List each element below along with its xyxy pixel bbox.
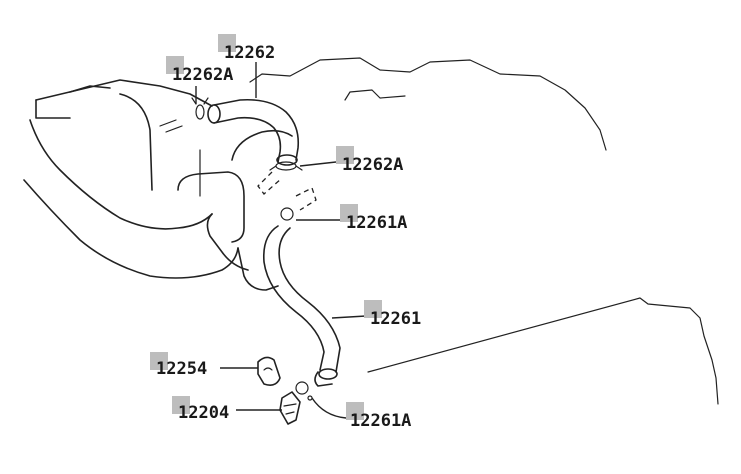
pcv-port-outline <box>257 171 317 211</box>
grommet <box>257 356 281 386</box>
upper-ventilation-hose <box>207 98 300 166</box>
callout-chip <box>166 56 184 74</box>
callout-chip <box>364 300 382 318</box>
callout-chip <box>172 396 190 414</box>
cylinder-head-outline <box>249 57 719 405</box>
callout-chip <box>346 402 364 420</box>
leader-12261 <box>331 315 367 319</box>
callout-label: 12261A <box>350 411 411 431</box>
callout-chip <box>340 204 358 222</box>
callout-12261[interactable]: 12261 <box>364 300 421 329</box>
callout-label: 12262A <box>172 65 233 85</box>
callout-label: 12254 <box>156 359 207 379</box>
callout-chip <box>218 34 236 52</box>
callout-12262A-right[interactable]: 12262A <box>336 146 403 175</box>
leader-12262A-right <box>299 161 337 167</box>
callout-12262A-top[interactable]: 12262A <box>166 56 233 85</box>
callout-label: 12262A <box>342 155 403 175</box>
leader-lines <box>195 62 367 419</box>
clamp-upper-left <box>191 97 209 120</box>
callout-12261A-upper[interactable]: 12261A <box>340 204 407 233</box>
callout-12262[interactable]: 12262 <box>218 34 275 63</box>
callout-label: 12261A <box>346 213 407 233</box>
callout-12254[interactable]: 12254 <box>150 352 207 379</box>
callout-chip <box>150 352 168 370</box>
clamp-upper-right <box>269 161 303 171</box>
leader-12261A-lower <box>311 397 347 419</box>
callout-label: 12261 <box>370 309 421 329</box>
clamp-lower <box>295 381 313 401</box>
callout-12204[interactable]: 12204 <box>172 396 229 423</box>
pcv-valve <box>279 391 301 425</box>
intake-manifold-outline <box>23 79 293 291</box>
lower-ventilation-hose <box>262 207 341 387</box>
callout-label: 12204 <box>178 403 229 423</box>
callout-12261A-lower[interactable]: 12261A <box>346 402 411 431</box>
callout-chip <box>336 146 354 164</box>
callout-label: 12262 <box>224 43 275 63</box>
